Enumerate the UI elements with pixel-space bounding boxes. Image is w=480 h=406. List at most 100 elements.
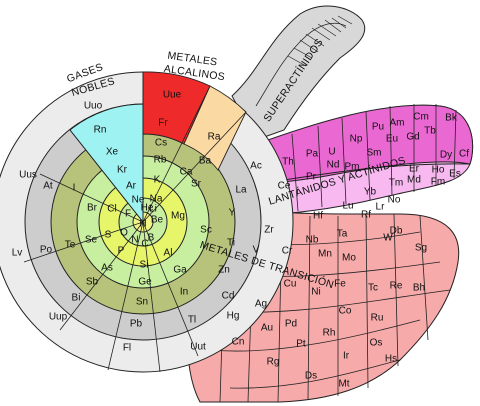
element-ni: Ni [311, 287, 320, 298]
element-no: No [388, 195, 401, 206]
element-fr: Fr [158, 118, 168, 129]
element-am: Am [390, 118, 405, 129]
element-ca: Ca [180, 167, 193, 178]
element-mo: Mo [342, 253, 356, 264]
spiral-rings [0, 71, 294, 373]
element-sb: Sb [86, 277, 99, 288]
element-cu: Cu [284, 279, 297, 290]
element-i: I [73, 183, 76, 194]
element-rg: Rg [267, 357, 280, 368]
element-es: Es [449, 169, 461, 180]
element-ds: Ds [305, 371, 317, 382]
element-zr: Zr [264, 225, 274, 236]
element-gd: Gd [406, 132, 419, 143]
element-ar: Ar [126, 181, 137, 192]
element-pb: Pb [130, 319, 143, 330]
element-dy: Dy [440, 150, 452, 161]
element-er: Er [409, 164, 420, 175]
element-in: In [180, 287, 188, 298]
element-lr: Lr [376, 202, 386, 213]
element-be: Be [151, 215, 164, 226]
element-pm: Pm [345, 162, 360, 173]
element-la: La [235, 185, 247, 196]
element-uue: Uue [163, 90, 182, 101]
element-np: Np [350, 134, 363, 145]
element-ge: Ge [138, 277, 152, 288]
element-pr: Pr [306, 172, 317, 183]
element-fe: Fe [334, 279, 346, 290]
element-rf: Rf [361, 210, 371, 221]
element-cn: Cn [232, 337, 245, 348]
element-re: Re [390, 281, 403, 292]
element-tm: Tm [389, 178, 403, 189]
element-sm: Sm [367, 148, 382, 159]
element-cm: Cm [413, 112, 429, 123]
element-f: F [125, 209, 131, 220]
element-he: He [141, 203, 154, 214]
element-th: Th [282, 157, 294, 168]
element-si: Si [140, 260, 149, 271]
element-ag: Ag [255, 299, 267, 310]
element-au: Au [261, 323, 273, 334]
element-ta: Ta [337, 229, 348, 240]
element-v: V [253, 245, 260, 256]
element-pt: Pt [296, 339, 306, 350]
element-uut: Uut [190, 342, 206, 353]
element-nb: Nb [306, 235, 319, 246]
element-nd: Nd [327, 160, 340, 171]
element-tc: Tc [368, 283, 378, 294]
element-rb: Rb [154, 155, 167, 166]
element-lu: Lu [342, 201, 353, 212]
element-c: C [141, 239, 148, 250]
element-se: Se [85, 235, 98, 246]
element-sn: Sn [136, 297, 148, 308]
element-uus: Uus [19, 170, 37, 181]
element-sr: Sr [191, 179, 202, 190]
element-os: Os [370, 338, 383, 349]
element-sc: Sc [200, 225, 212, 236]
element-al: Al [164, 248, 173, 259]
element-mg: Mg [171, 211, 185, 222]
element-ir: Ir [343, 351, 350, 362]
element-cs: Cs [155, 138, 167, 149]
lanthanide-actinide-arm [235, 104, 474, 217]
element-mt: Mt [338, 379, 349, 390]
element-ti: Ti [227, 238, 235, 249]
element-ga: Ga [173, 265, 187, 276]
element-at: At [43, 181, 53, 192]
element-uup: Uup [49, 312, 68, 323]
element-s: S [105, 230, 112, 241]
element-tl: Tl [188, 315, 196, 326]
element-ce: Ce [278, 181, 291, 192]
element-pd: Pd [285, 319, 297, 330]
element-bi: Bi [72, 293, 81, 304]
element-p: P [118, 246, 125, 257]
element-db: Db [390, 226, 403, 237]
element-ru: Ru [371, 313, 384, 324]
element-ba: Ba [199, 156, 212, 167]
element-rn: Rn [94, 125, 107, 136]
element-ac: Ac [250, 161, 262, 172]
element-fl: Fl [123, 343, 131, 354]
element-xe: Xe [106, 147, 119, 158]
element-cf: Cf [459, 149, 469, 160]
element-ho: Ho [432, 165, 445, 176]
element-y: Y [229, 208, 236, 219]
element-rh: Rh [323, 328, 336, 339]
element-fm: Fm [431, 177, 445, 188]
element-co: Co [339, 306, 352, 317]
element-lv: Lv [12, 248, 23, 259]
element-ra: Ra [208, 132, 221, 143]
element-cd: Cd [222, 291, 235, 302]
element-hs: Hs [385, 354, 397, 365]
element-h: H [139, 219, 146, 230]
element-w: W [383, 233, 393, 244]
element-uuo: Uuo [84, 101, 103, 112]
element-br: Br [87, 203, 98, 214]
element-po: Po [40, 245, 53, 256]
element-b: B [148, 233, 155, 244]
element-hg: Hg [227, 311, 240, 322]
